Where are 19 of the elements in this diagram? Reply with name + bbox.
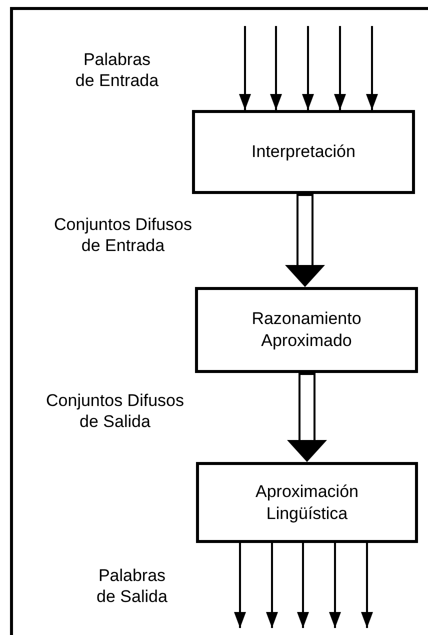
arrow (297, 543, 309, 628)
double-line-arrow (285, 194, 325, 287)
flow-label: Conjuntos Difusos de Salida (45, 390, 185, 432)
arrow (334, 26, 346, 110)
double-line-arrow (287, 373, 327, 462)
arrow (366, 26, 378, 110)
arrow (270, 26, 282, 110)
process-box: Interpretación (192, 110, 415, 194)
process-box: Aproximación Lingüística (196, 462, 418, 543)
arrow (329, 543, 341, 628)
flow-label: Conjuntos Difusos de Entrada (53, 214, 193, 256)
flow-label: Palabras de Salida (96, 565, 168, 607)
arrow (361, 543, 373, 628)
arrow (266, 543, 278, 628)
arrow (239, 26, 251, 110)
flow-label: Palabras de Entrada (74, 49, 160, 91)
process-box: Razonamiento Aproximado (195, 287, 418, 373)
arrow (302, 26, 314, 110)
arrow (234, 543, 246, 628)
